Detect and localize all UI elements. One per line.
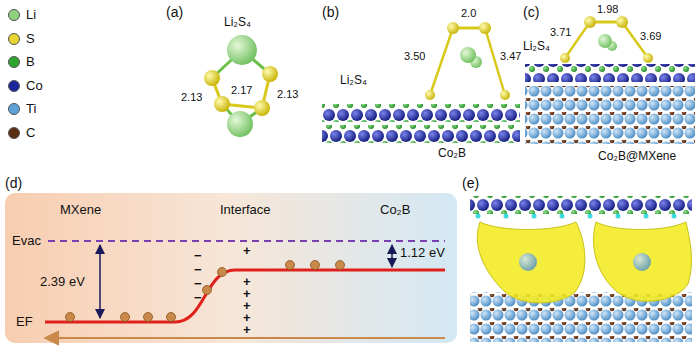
charge-sign: + bbox=[243, 245, 251, 257]
panel-label: (a) bbox=[166, 5, 183, 20]
legend-swatch bbox=[8, 80, 20, 92]
legend-swatch bbox=[8, 56, 20, 68]
co2b-mxene-slab bbox=[525, 16, 695, 144]
legend-swatch bbox=[8, 127, 20, 139]
energy-value: 1.12 eV bbox=[400, 246, 445, 260]
substrate-label: Co₂B bbox=[438, 147, 466, 160]
molecule-label: Li₂S₄ bbox=[224, 16, 251, 29]
legend-text: S bbox=[26, 32, 35, 46]
bond-length: 3.47 bbox=[500, 50, 521, 62]
bond-length: 3.69 bbox=[640, 30, 661, 42]
legend-swatch bbox=[8, 103, 20, 115]
charge-sign: + bbox=[243, 300, 251, 312]
bond-length: 2.13 bbox=[181, 91, 202, 103]
charge-sign: − bbox=[194, 278, 202, 290]
charge-sign: + bbox=[243, 276, 251, 288]
legend-text: C bbox=[26, 126, 35, 140]
legend-text: Co bbox=[26, 79, 43, 93]
bond-length: 2.0 bbox=[461, 7, 476, 19]
charge-sign: − bbox=[194, 292, 202, 304]
legend-text: Li bbox=[26, 8, 36, 22]
charge-sign: + bbox=[243, 288, 251, 300]
legend-swatch bbox=[8, 9, 20, 21]
region-label: Interface bbox=[220, 203, 271, 217]
charge-sign: − bbox=[194, 250, 202, 262]
charge-sign: − bbox=[194, 264, 202, 276]
region-label: MXene bbox=[60, 203, 101, 217]
bond-length: 2.17 bbox=[231, 84, 252, 96]
energy-level: EF bbox=[16, 315, 33, 329]
panel-label: (e) bbox=[462, 176, 479, 191]
legend-swatch bbox=[8, 33, 20, 45]
molecule-label: Li₂S₄ bbox=[523, 40, 550, 53]
legend-text: B bbox=[26, 55, 35, 69]
panel-label: (b) bbox=[322, 5, 339, 20]
molecule-label: Li₂S₄ bbox=[340, 74, 367, 87]
bond-length: 3.50 bbox=[404, 50, 425, 62]
region-label: Co₂B bbox=[380, 203, 410, 217]
energy-level: Evac bbox=[12, 234, 41, 248]
co2b-slab bbox=[322, 22, 520, 143]
substrate-label: Co₂B@MXene bbox=[598, 150, 676, 163]
bond-length: 2.13 bbox=[277, 88, 298, 100]
bond-length: 1.98 bbox=[597, 3, 618, 15]
panel-label: (c) bbox=[523, 5, 539, 20]
panel-label: (d) bbox=[5, 176, 22, 191]
charge-density-view bbox=[470, 196, 692, 342]
legend-text: Ti bbox=[26, 102, 36, 116]
charge-sign: + bbox=[243, 312, 251, 324]
charge-sign: + bbox=[243, 324, 251, 336]
band-diagram bbox=[5, 193, 457, 343]
li2s4-cluster bbox=[204, 35, 278, 137]
bond-length: 3.71 bbox=[550, 26, 571, 38]
energy-value: 2.39 eV bbox=[40, 275, 85, 289]
